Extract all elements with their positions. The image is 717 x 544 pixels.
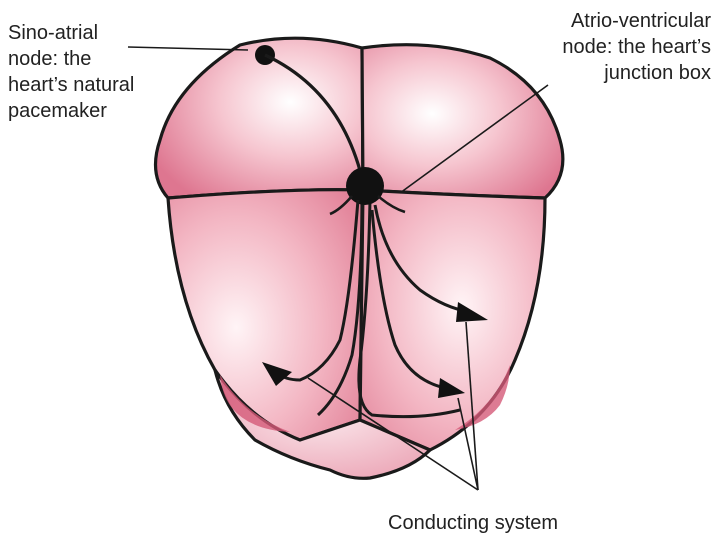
- sa-label-line-4: pacemaker: [8, 98, 134, 124]
- conducting-system-label: Conducting system: [388, 510, 558, 536]
- sa-label-line-3: heart’s natural: [8, 72, 134, 98]
- sa-label-line-2: node: the: [8, 46, 134, 72]
- left-ventricle: [168, 190, 363, 440]
- sa-label-line-1: Sino-atrial: [8, 20, 134, 46]
- av-label-line-1: Atrio-ventricular: [562, 8, 711, 34]
- right-atrium: [362, 45, 563, 198]
- sa-leader-line: [128, 47, 248, 50]
- sa-node-label: Sino-atrial node: the heart’s natural pa…: [8, 20, 134, 124]
- av-node-label: Atrio-ventricular node: the heart’s junc…: [562, 8, 711, 86]
- av-node: [346, 167, 384, 205]
- av-label-line-3: junction box: [562, 60, 711, 86]
- av-label-line-2: node: the heart’s: [562, 34, 711, 60]
